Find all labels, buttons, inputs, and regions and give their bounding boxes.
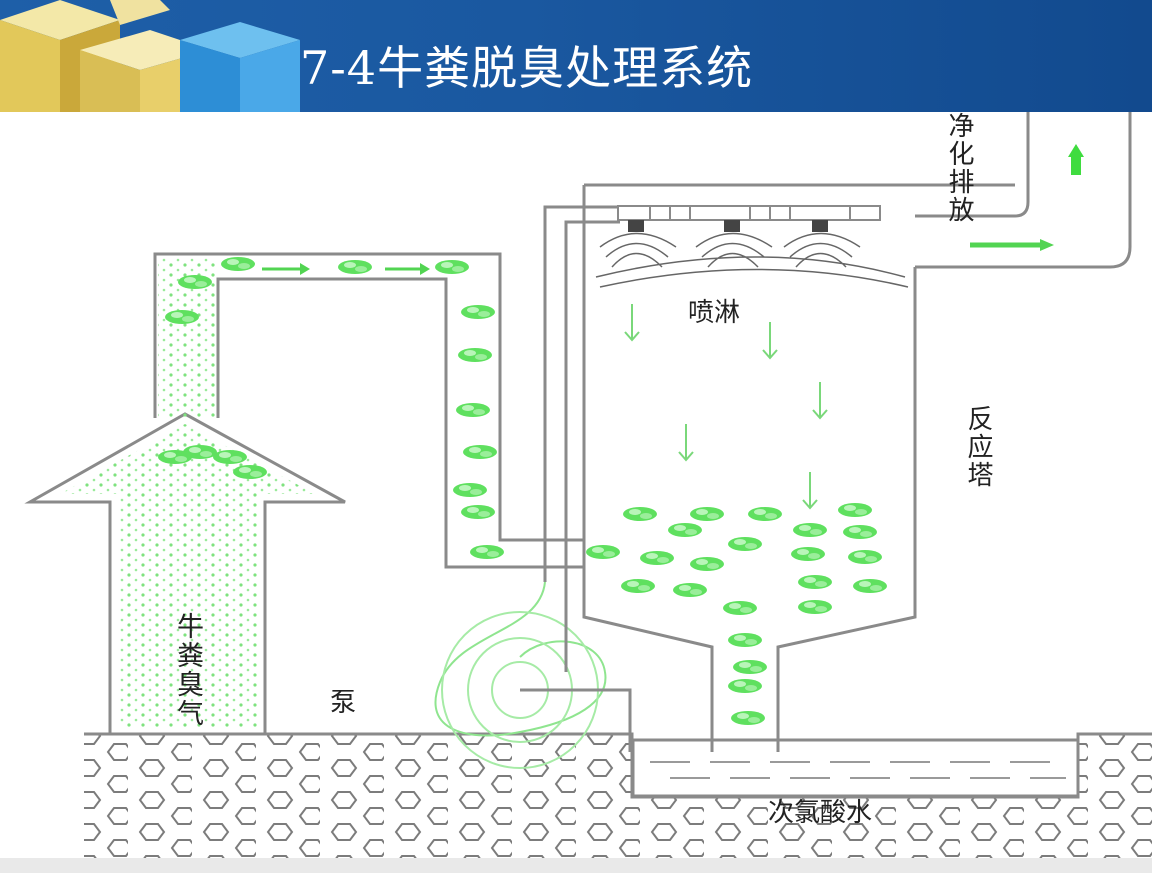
water-tank (631, 738, 1080, 798)
feed-pipe (543, 205, 881, 582)
page-title: 7-4牛粪脱臭处理系统 (300, 41, 754, 95)
pump-coil-icon (434, 581, 632, 769)
up-arrow-small-icon (1068, 144, 1084, 175)
deodorization-diagram (24, 112, 1152, 858)
ground-layer (84, 732, 1152, 858)
reaction-tower (582, 112, 1132, 752)
down-arrow-icon (624, 304, 828, 510)
manure-odor-label: 牛粪臭气 (172, 612, 203, 728)
up-arrow-icon (24, 412, 346, 736)
footer-strip (0, 858, 1152, 873)
clean-exhaust-label: 净化排放 (944, 112, 974, 224)
hypochlorous-water-label: 次氯酸水 (768, 798, 873, 828)
right-arrow-icon (262, 239, 1054, 275)
spray-label: 喷淋 (688, 298, 741, 328)
reaction-tower-label: 反应塔 (963, 405, 993, 489)
nozzle-icon (595, 220, 909, 288)
cube-decoration (0, 0, 300, 112)
title-banner: 7-4牛粪脱臭处理系统 (0, 0, 1152, 112)
pump-label: 泵 (330, 688, 357, 718)
